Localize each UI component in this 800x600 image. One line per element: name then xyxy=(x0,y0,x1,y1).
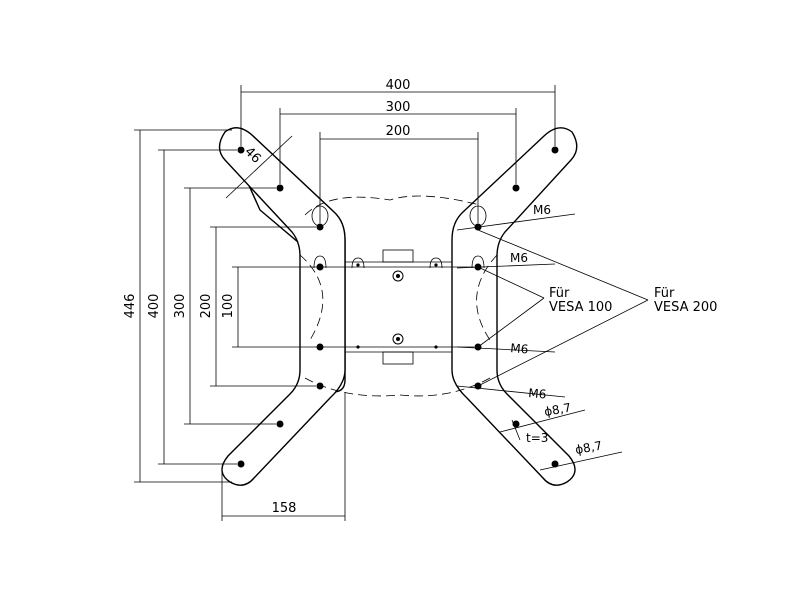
label-m6-upper: M6 xyxy=(510,251,528,265)
label-diameter-1: ϕ8,7 xyxy=(543,400,572,418)
base-dimension: 158 xyxy=(221,392,346,521)
dashed-reference-outline xyxy=(299,195,498,397)
left-bracket-plate xyxy=(218,127,346,486)
dim-height-100: 100 xyxy=(221,294,236,319)
label-m6-top: M6 xyxy=(533,203,551,217)
label-vesa100-fuer: Für xyxy=(549,286,570,301)
left-dimensions: 446 400 300 200 100 xyxy=(123,129,474,483)
label-thickness: t=3 xyxy=(526,431,548,445)
dim-width-400: 400 xyxy=(386,78,411,93)
center-crossbars xyxy=(345,249,452,365)
top-dimensions: 400 300 200 xyxy=(240,78,556,223)
label-diameter-2: ϕ8,7 xyxy=(574,438,603,456)
label-vesa100: VESA 100 xyxy=(549,300,612,315)
label-m6-lower: M6 xyxy=(510,341,529,357)
label-m6-bottom: M6 xyxy=(528,386,547,402)
mounting-holes xyxy=(237,146,559,468)
dim-height-446: 446 xyxy=(123,294,138,319)
callout-labels: M6 M6 M6 M6 ϕ8,7 ϕ8,7 t=3 Für VESA 100 F… xyxy=(510,203,718,457)
dim-width-200: 200 xyxy=(386,124,411,139)
right-bracket-plate xyxy=(451,127,578,486)
callout-leaders xyxy=(456,213,649,471)
dim-height-400: 400 xyxy=(147,294,162,319)
dim-base-158: 158 xyxy=(272,501,297,516)
dim-height-300: 300 xyxy=(173,294,188,319)
dim-width-300: 300 xyxy=(386,100,411,115)
label-vesa200-fuer: Für xyxy=(654,286,675,301)
dim-height-200: 200 xyxy=(199,294,214,319)
label-vesa200: VESA 200 xyxy=(654,300,717,315)
